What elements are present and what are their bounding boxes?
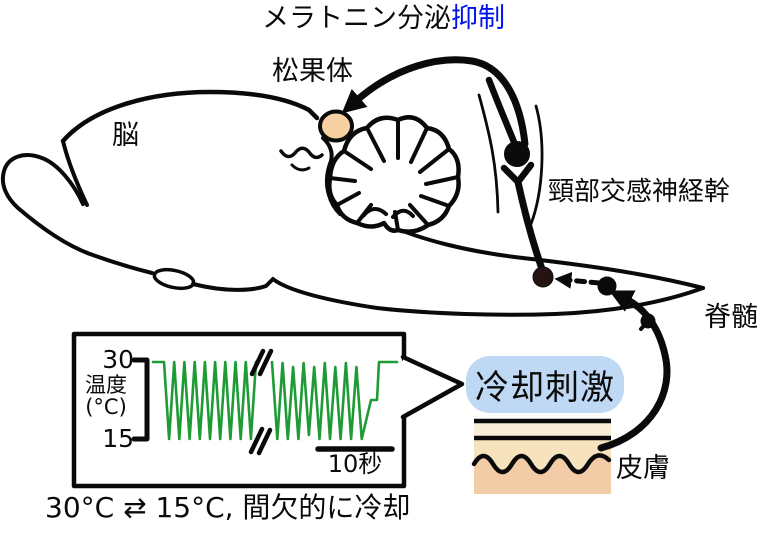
cortex-front-edge: [61, 139, 89, 207]
inset-y-axis-label: 温度 (°C): [78, 374, 134, 418]
cerebellum-folds: [328, 118, 460, 232]
cerebellum-outline: [327, 115, 461, 234]
dorsal-root-ganglion-dot: [640, 313, 656, 329]
label-spinal-cord: 脊髄: [704, 302, 758, 333]
hypothalamus-squiggle: [279, 146, 324, 160]
dashed-synapse-arrow: [554, 271, 602, 289]
label-cervical-sympathetic-trunk: 頸部交感神経幹: [548, 177, 731, 207]
skin-illustration: [471, 418, 612, 494]
trunk-flank-left: [477, 93, 500, 214]
title-suppression-highlight: 抑制: [451, 3, 505, 34]
cooling-stimulus-badge: 冷却刺激: [466, 356, 624, 413]
pineal-gland: [318, 109, 354, 143]
colliculus-line: [321, 136, 342, 216]
axis-break-marks: [248, 348, 274, 456]
cortex-outline: [60, 89, 320, 144]
title-black-part: メラトニン分泌: [262, 3, 451, 34]
figure-title: メラトニン分泌抑制: [262, 4, 505, 33]
cerebellum: [327, 115, 461, 234]
olfactory-bulb: [0, 153, 154, 275]
cervical-sympathetic-trunk: [341, 56, 617, 296]
skin-to-spinal-arrow: [597, 290, 671, 452]
thalamus-squiggle: [290, 163, 311, 172]
cooling-stimulus-label: 冷却刺激: [475, 368, 615, 408]
superior-cervical-ganglion: [504, 141, 530, 167]
spinal-neuron-dot: [532, 266, 554, 288]
caption-cooling-protocol: 30°C ⇄ 15°C, 間欠的に冷却: [45, 491, 411, 524]
temperature-trace-segment-2: [270, 360, 399, 441]
label-brain: 脳: [112, 120, 139, 151]
preganglionic-stem: [514, 178, 546, 273]
skin-layer-cream: [474, 421, 611, 438]
dorsal-body-outline: [382, 221, 705, 290]
skin-wavy-boundary: [471, 453, 612, 475]
inset-y-max-label: 30: [102, 345, 134, 374]
afferent-pathway: [597, 290, 671, 452]
interneuron-dot: [597, 276, 617, 296]
y-axis-label-line1: 温度: [85, 373, 127, 397]
trunk-flank-right: [529, 104, 544, 226]
postganglionic-arc-to-pineal: [341, 56, 529, 148]
inset-scale-bar-label: 10秒: [327, 450, 383, 478]
temperature-trace-segment-1: [151, 360, 258, 441]
inset-callout-pointer: [400, 354, 465, 420]
y-axis-label-line2: (°C): [85, 395, 127, 420]
inset-y-min-label: 15: [102, 424, 134, 453]
skin-layer-salmon: [474, 455, 611, 494]
label-skin: 皮膚: [616, 453, 670, 484]
inset-chart: [71, 331, 465, 489]
label-pineal-gland: 松果体: [272, 56, 353, 87]
y-axis-bracket: [131, 357, 150, 442]
optic-chiasm: [152, 267, 196, 291]
trunk-upper-segment: [485, 76, 518, 146]
